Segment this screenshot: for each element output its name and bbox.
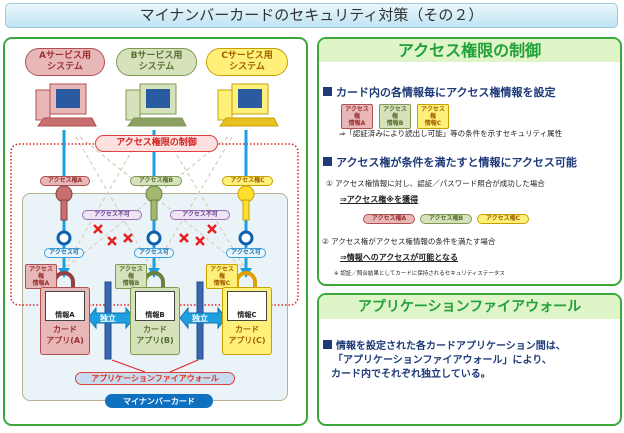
card-app-a: 情報A カードアプリ(A) [40, 287, 90, 355]
badge-line: アクセス権 [383, 106, 407, 120]
key-c-icon [237, 185, 255, 221]
info-box: 情報A [45, 291, 85, 321]
badge-line: アクセス権 [421, 106, 445, 120]
system-label: Cサービス用 [221, 51, 273, 61]
system-c: Cサービス用システム [206, 48, 288, 76]
system-a: Aサービス用システム [25, 48, 105, 76]
page-title: マイナンバーカードのセキュリティ対策（その２） [5, 3, 618, 28]
condition-1: ① アクセス権情報に対し、認証／パスワード照合が成功した場合 [326, 179, 545, 188]
bullet-square-icon [323, 87, 332, 96]
badge-line: 情報B [386, 120, 404, 127]
panel-heading: アプリケーションファイアウォール [319, 295, 620, 319]
access-info-c: アクセス権情報C [206, 264, 238, 289]
desc-line: カード内でそれぞれ独立している。 [331, 369, 491, 380]
access-control-panel: アクセス権限の制御 カード内の各情報毎にアクセス権情報を設定 アクセス権情報A … [317, 37, 622, 286]
system-label: システム [47, 62, 83, 72]
bullet-square-icon [323, 340, 332, 349]
firewall-pointers [111, 359, 199, 373]
firewall-panel: アプリケーションファイアウォール 情報を設定された各カードアプリケーション間は、… [317, 293, 622, 426]
my-number-card-label: マイナンバーカード [105, 394, 213, 408]
badge-line: 情報A [348, 120, 366, 127]
computer-a [35, 83, 97, 127]
independent-label: 独立 [100, 314, 116, 323]
info-line: アクセス権 [29, 266, 53, 280]
panel-heading: アクセス権限の制御 [319, 39, 620, 62]
system-label: Bサービス用 [130, 51, 183, 61]
info-line: 情報B [122, 280, 140, 287]
independent-label: 独立 [192, 314, 208, 323]
system-label: システム [138, 62, 175, 72]
cross-marks [93, 224, 217, 246]
badge-info-c: アクセス権情報C [417, 104, 449, 129]
app-label: カード [53, 325, 77, 334]
info-line: 情報C [213, 280, 231, 287]
badge-line: 情報C [424, 120, 442, 127]
bullet-square-icon [323, 157, 332, 166]
badge-line: アクセス権 [345, 106, 369, 120]
access-right-c-badge: アクセス権C [477, 214, 529, 224]
info-line: 情報A [32, 280, 50, 287]
badge-info-b: アクセス権情報B [379, 104, 411, 129]
app-label: アプリ(A) [46, 336, 84, 345]
info-box: 情報C [227, 291, 267, 321]
app-label: カード [143, 325, 167, 334]
section-heading: アクセス権が条件を満たすと情報にアクセス可能 [323, 154, 577, 170]
system-label: Aサービス用 [39, 51, 91, 61]
access-allowed-label: アクセス可 [134, 248, 174, 258]
desc-line: 「アプリケーションファイアウォール」により、 [333, 355, 552, 366]
condition-2: ② アクセス権がアクセス権情報の条件を満たす場合 [322, 237, 496, 246]
section-heading: カード内の各情報毎にアクセス権情報を設定 [323, 84, 555, 100]
access-denied-label: アクセス不可 [170, 210, 230, 220]
app-label: アプリ(C) [228, 336, 266, 345]
key-b-icon [145, 185, 163, 221]
section-text: アクセス権が条件を満たすと情報にアクセス可能 [336, 156, 577, 169]
access-right-a-label: アクセス権A [40, 176, 90, 186]
ok-circles [56, 230, 254, 246]
app-label: カード [235, 325, 259, 334]
computer-b [125, 83, 187, 127]
condition-2-result: ⇒情報へのアクセスが可能となる [340, 253, 459, 262]
desc-line: 情報を設定された各カードアプリケーション間は、 [336, 341, 566, 352]
firewall-description: 情報を設定された各カードアプリケーション間は、 「アプリケーションファイアウォー… [323, 340, 566, 382]
info-line: アクセス権 [119, 266, 143, 280]
access-info-b: アクセス権情報B [115, 264, 147, 289]
condition-1-result: ⇒アクセス権※を獲得 [340, 195, 419, 204]
access-denied-label: アクセス不可 [82, 210, 142, 220]
access-right-b-badge: アクセス権B [420, 214, 472, 224]
computer-c [217, 83, 279, 127]
attribute-note: ⇒「認証済みにより読出し可能」等の条件を示すセキュリティ属性 [339, 129, 563, 138]
denied-paths [62, 136, 247, 271]
badge-info-a: アクセス権情報A [341, 104, 373, 129]
info-line: アクセス権 [210, 266, 234, 280]
card-app-c: 情報C カードアプリ(C) [222, 287, 272, 355]
footnote: ※ 認証／照合結果としてカードに保持されるセキュリティステータス [334, 271, 505, 277]
app-label: アプリ(B) [136, 336, 174, 345]
info-box: 情報B [135, 291, 175, 321]
key-a-icon [55, 185, 73, 221]
system-b: Bサービス用システム [116, 48, 197, 76]
access-info-a: アクセス権情報A [25, 264, 57, 289]
system-label: システム [229, 62, 265, 72]
access-right-b-label: アクセス権B [130, 176, 182, 186]
access-right-c-label: アクセス権C [222, 176, 273, 186]
access-right-a-badge: アクセス権A [363, 214, 415, 224]
access-allowed-label: アクセス可 [44, 248, 84, 258]
access-allowed-label: アクセス可 [226, 248, 266, 258]
diagram-lines [10, 83, 299, 373]
card-app-b: 情報B カードアプリ(B) [130, 287, 180, 355]
firewall-label: アプリケーションファイアウォール [75, 372, 235, 385]
section-text: カード内の各情報毎にアクセス権情報を設定 [336, 86, 556, 99]
access-control-label: アクセス権限の制御 [95, 135, 218, 152]
